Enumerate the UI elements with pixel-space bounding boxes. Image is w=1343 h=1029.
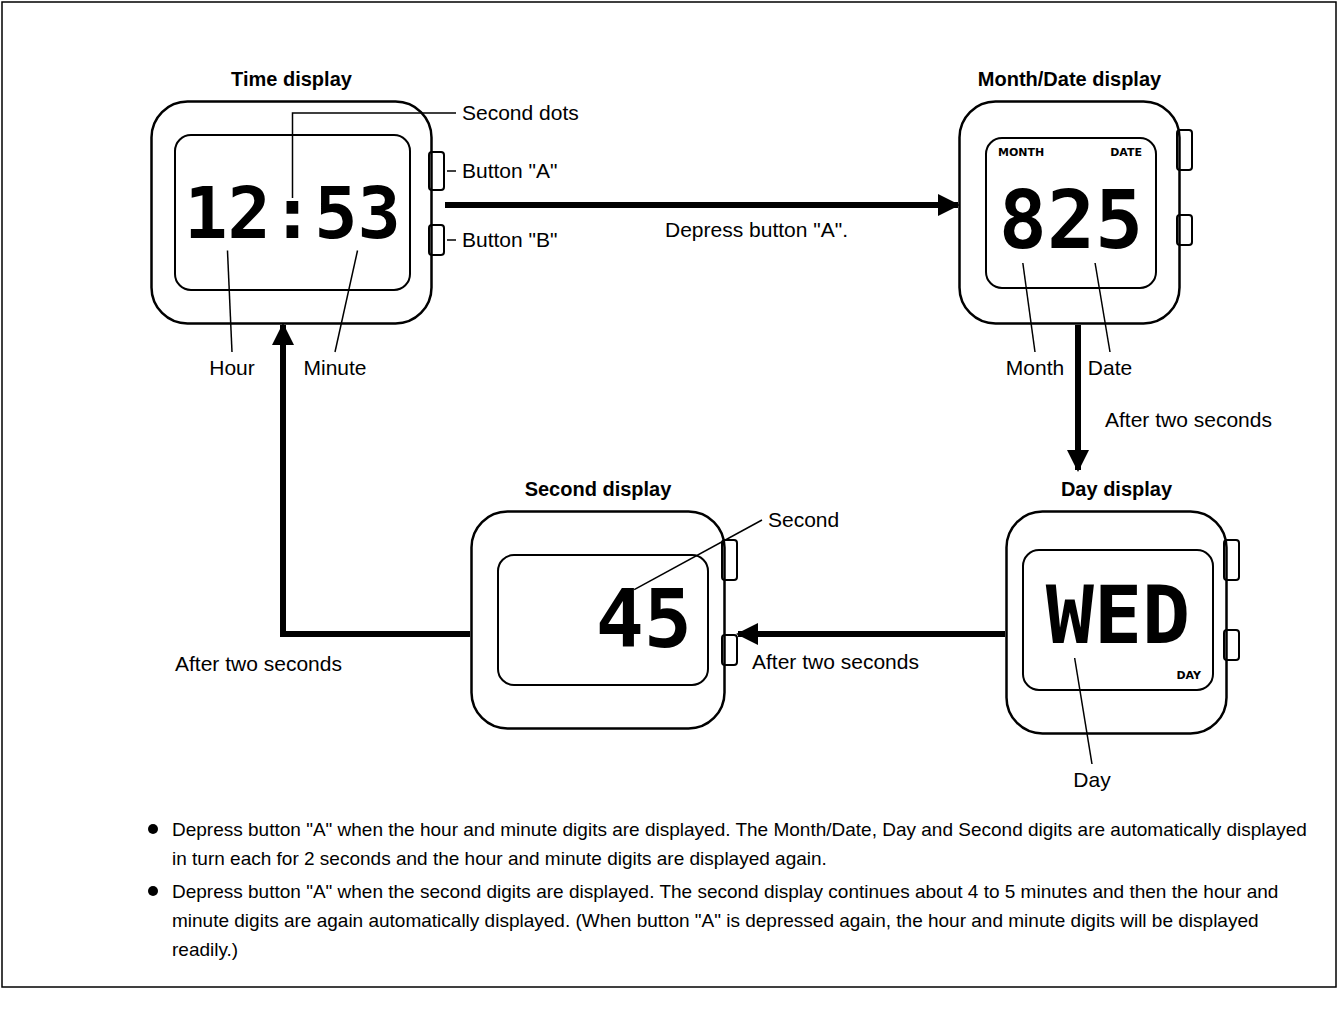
watch-display: Time display 12:53 — [150, 60, 445, 325]
flow-arrow — [1075, 325, 1081, 470]
lcd-label: DATE — [1110, 146, 1142, 159]
arrow-label: After two seconds — [752, 650, 919, 674]
watch-display: Day displayWED DAY — [1005, 470, 1240, 735]
lcd-window — [175, 135, 410, 290]
instruction-note: Depress button "A" when the second digit… — [172, 877, 1322, 964]
lcd-digits: 12:53 — [184, 177, 401, 249]
watch-case — [1007, 512, 1227, 734]
flow-arrow — [445, 202, 958, 208]
callout-label: Second dots — [462, 101, 579, 125]
frame-border — [2, 2, 1336, 987]
lcd-label: MONTH — [998, 146, 1044, 159]
arrow-label: Depress button "A". — [665, 218, 848, 242]
lcd-window — [1023, 550, 1213, 690]
display-title: Month/Date display — [978, 68, 1161, 91]
leader-line — [1075, 658, 1092, 764]
lcd-digits: 825 — [999, 181, 1144, 261]
flow-arrow — [283, 325, 470, 634]
arrow-label: After two seconds — [175, 652, 342, 676]
flow-arrow — [738, 631, 1005, 637]
arrow-label: After two seconds — [1105, 408, 1272, 432]
watch-case — [152, 102, 432, 324]
watch-display: Second display 45 — [470, 470, 738, 730]
bullet-dot — [148, 886, 158, 896]
callout-label: Minute — [303, 356, 366, 380]
watch-case — [472, 512, 725, 729]
callout-label: Month — [1006, 356, 1064, 380]
callout-label: Second — [768, 508, 839, 532]
callout-label: Button "B" — [462, 228, 557, 252]
callout-label: Button "A" — [462, 159, 557, 183]
lcd-window — [498, 555, 708, 685]
callout-label: Date — [1088, 356, 1132, 380]
watch-case — [960, 102, 1180, 324]
leader-line — [1095, 263, 1110, 352]
leader-line — [447, 239, 456, 241]
bullet-dot — [148, 824, 158, 834]
callout-label: Day — [1073, 768, 1110, 792]
watch-display: Month/Date displayMONTH DATE 825 — [958, 60, 1193, 325]
leader-line — [1023, 263, 1035, 352]
leader-line — [447, 170, 456, 172]
lcd-digits: 45 — [596, 580, 692, 660]
display-title: Time display — [231, 68, 352, 91]
lcd-window — [986, 138, 1156, 288]
lcd-label: DAY — [1176, 669, 1201, 682]
display-title: Second display — [525, 478, 672, 501]
callout-label: Hour — [209, 356, 255, 380]
leader-line — [227, 251, 232, 353]
lcd-digits: WED — [1046, 576, 1191, 656]
display-title: Day display — [1061, 478, 1172, 501]
leader-line — [335, 251, 358, 353]
instruction-note: Depress button "A" when the hour and min… — [172, 815, 1322, 873]
